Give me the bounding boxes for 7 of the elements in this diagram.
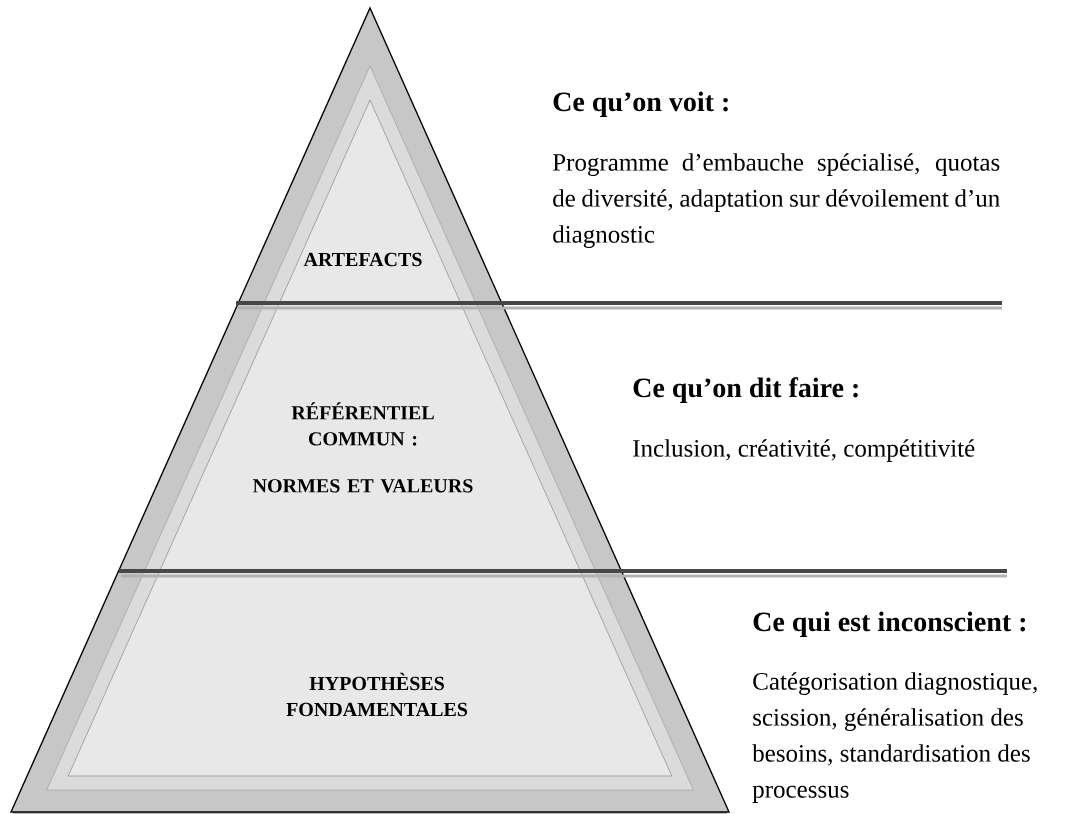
description-text: Programme d’embauche spécialisé, quotas de diversité, adaptation sur dévoilement d’un diagnostic [552, 153, 1000, 248]
section-heading: Ce qui est inconscient : [753, 611, 1026, 637]
section-heading: Ce qu’on dit faire : [633, 377, 858, 403]
description-text: Catégorisation diagnostique, scission, généralisation des besoins, standardisation des processus [752, 672, 1037, 803]
section-heading: Ce qu’on voit : [553, 91, 728, 117]
pyramid-band: RÉFÉRENTIEL COMMUN : NORMES ET VALEURS [117, 302, 623, 575]
description-text: Inclusion, créativité, compétitivité [633, 439, 975, 462]
